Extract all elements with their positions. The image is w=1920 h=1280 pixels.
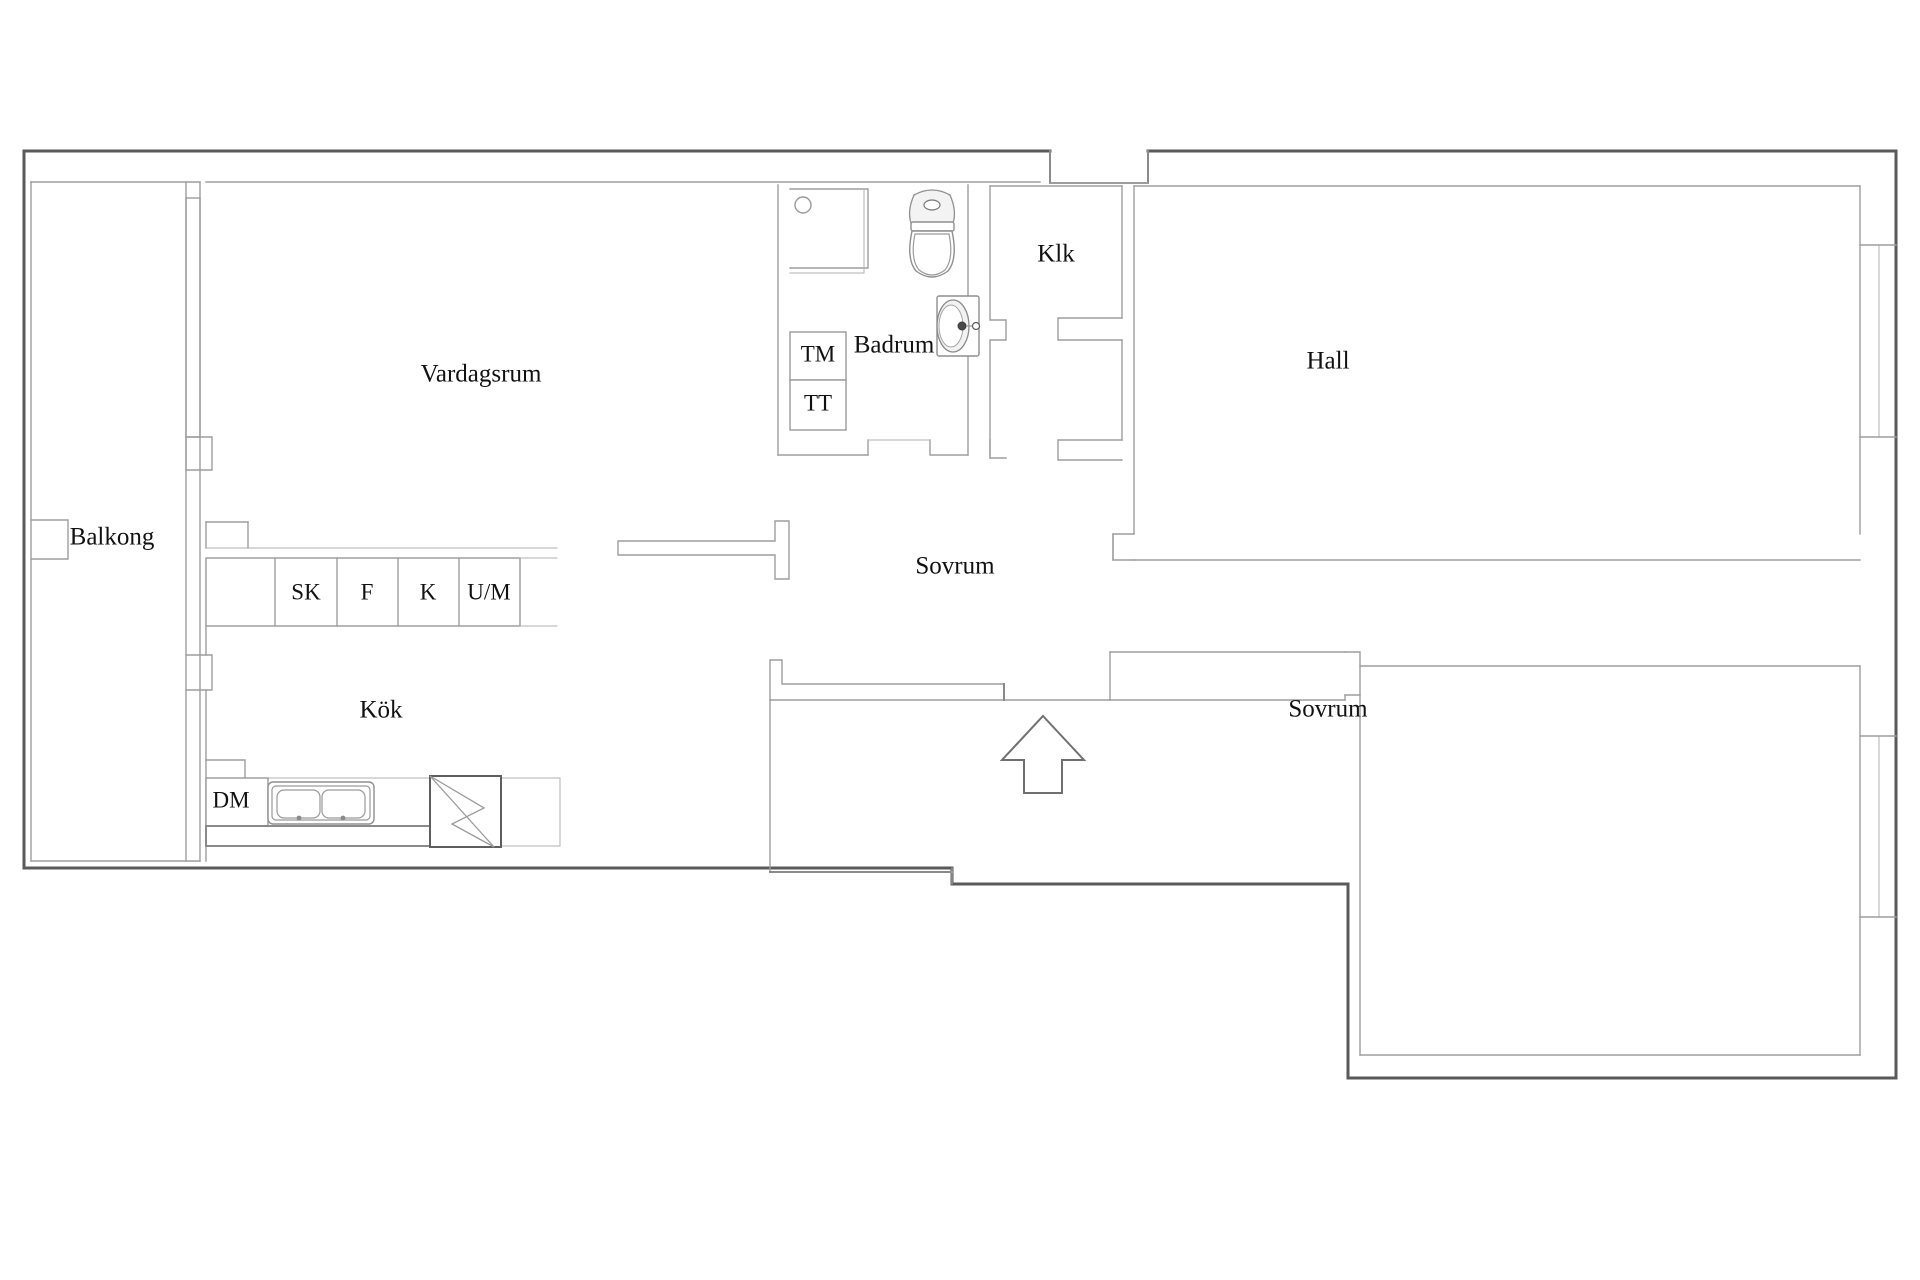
room-label-sovrum-top: Hall xyxy=(1306,348,1349,375)
room-sovrum-top: Hall xyxy=(1112,185,1897,561)
room-label-balkong: Balkong xyxy=(70,524,155,551)
cabinet-label-sk: SK xyxy=(291,579,321,604)
room-kok: Kök xyxy=(185,625,403,862)
toilet-icon xyxy=(908,189,956,278)
room-sovrum-bottom: Sovrum xyxy=(1109,651,1897,1056)
room-balkong: Balkong xyxy=(30,181,201,862)
cabinet-label-dm: DM xyxy=(212,787,249,812)
kitchen-upper-cabinets: SK F K U/M xyxy=(205,557,558,627)
laundry-label-tm: TM xyxy=(801,341,836,366)
room-label-klk: Klk xyxy=(1037,241,1075,268)
room-label-hall: Sovrum xyxy=(915,553,995,580)
room-vardagsrum: Vardagsrum xyxy=(185,181,1041,580)
laundry-units: TM TT xyxy=(789,331,847,431)
cabinet-label-f: F xyxy=(361,579,374,604)
stove-icon xyxy=(429,775,502,848)
cabinet-label-um: U/M xyxy=(467,579,510,604)
exterior-walls xyxy=(22,149,1898,1080)
kitchen-counter: DM xyxy=(205,775,561,848)
floor-drain-icon xyxy=(794,196,812,214)
room-label-badrum: Badrum xyxy=(854,332,935,359)
room-label-kok: Kök xyxy=(359,697,403,724)
washbasin-icon xyxy=(936,295,981,357)
room-label-sovrum-bottom: Sovrum xyxy=(1288,696,1368,723)
room-hall: Sovrum xyxy=(769,553,1111,873)
room-label-vardagsrum: Vardagsrum xyxy=(421,361,542,388)
cabinet-label-k: K xyxy=(420,579,437,604)
room-klk: Klk xyxy=(989,185,1123,461)
kitchen-sink-icon xyxy=(267,781,375,825)
entrance-arrow-icon xyxy=(999,714,1087,794)
laundry-label-tt: TT xyxy=(804,390,832,415)
room-badrum: TM TT Badrum xyxy=(777,184,981,456)
shower-tray-icon xyxy=(789,188,869,274)
